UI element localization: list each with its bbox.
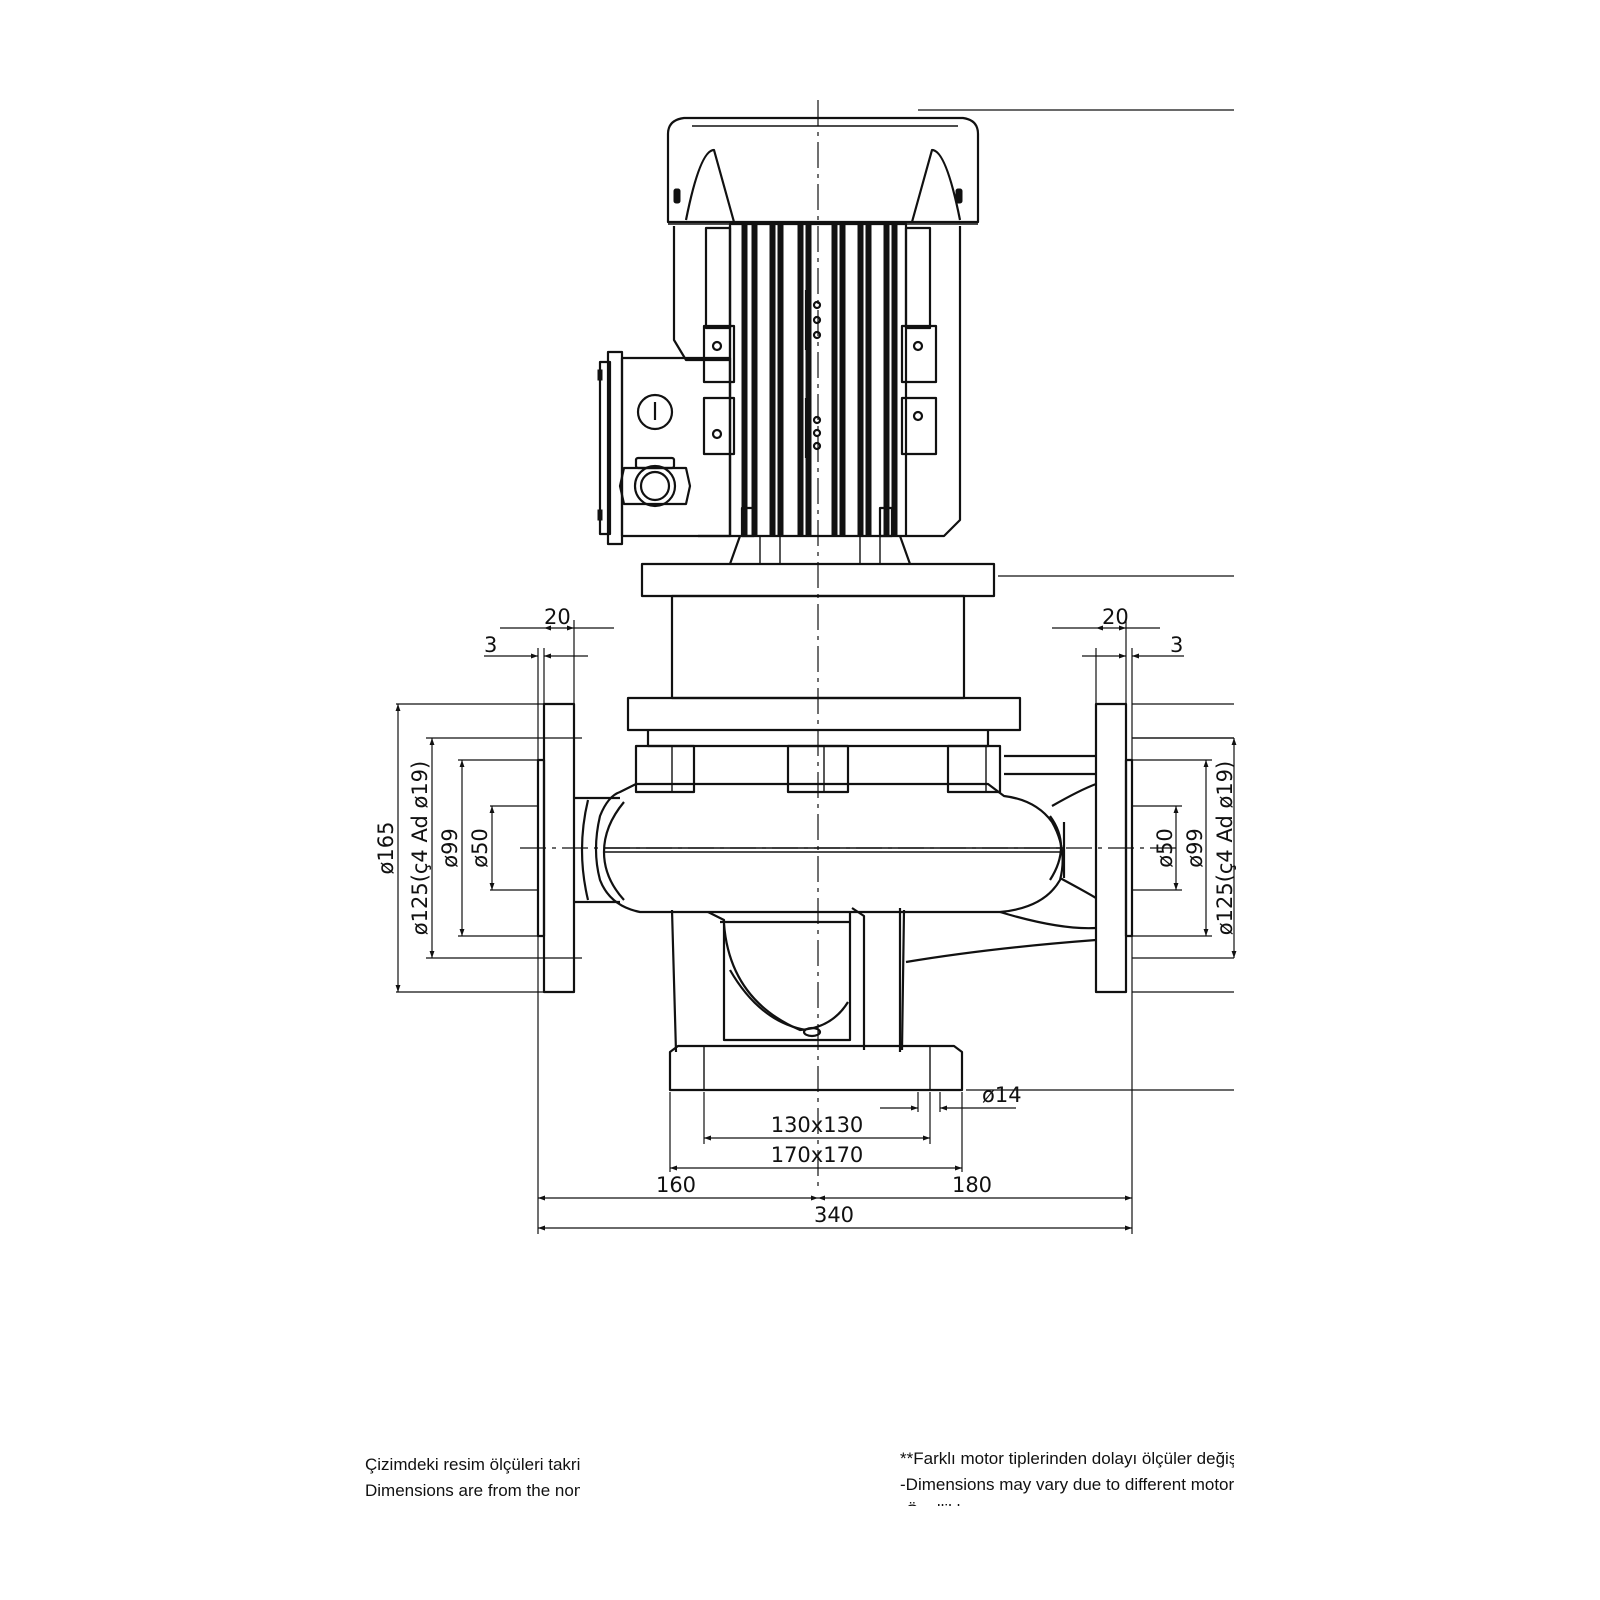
note-right-line-1: **Farklı motor tiplerinden dolayı ölçüle… — [900, 1449, 1234, 1468]
fan-cover — [666, 116, 980, 224]
dim-right-half: 180 — [952, 1173, 992, 1197]
cooling-fin — [741, 223, 748, 537]
dim-raised-face-dia-right: ø99 — [1183, 828, 1207, 868]
dim-foot-size: 170x170 — [771, 1143, 864, 1167]
cooling-fin — [831, 223, 838, 537]
cooling-fin — [751, 223, 758, 537]
dim-foot-bolt-pattern: 130x130 — [771, 1113, 864, 1137]
note-left: Çizimdeki resim ölçüleri takribidir. Dim… — [365, 1452, 580, 1504]
terminal-box — [597, 350, 732, 546]
base-foot — [668, 1044, 964, 1092]
dim-left-half: 160 — [656, 1173, 696, 1197]
cooling-fin — [839, 223, 846, 537]
note-left-line-2: Dimensions are from the nominal drawing. — [365, 1481, 580, 1500]
note-right-line-2: -Dimensions may vary due to different mo… — [900, 1475, 1234, 1494]
dim-flange-thickness-left: 20 — [544, 605, 571, 629]
dim-raised-face-right: 3 — [1170, 633, 1183, 657]
cooling-fin — [769, 223, 776, 537]
cooling-fin — [857, 223, 864, 537]
note-right: **Farklı motor tiplerinden dolayı ölçüle… — [900, 1446, 1234, 1506]
cooling-fins — [741, 223, 898, 537]
cooling-fin — [865, 223, 872, 537]
note-right-line-3: -Özellikler — [900, 1498, 1234, 1506]
pump-cover-flange — [626, 696, 1022, 732]
dim-flange-thickness-right: 20 — [1102, 605, 1129, 629]
cooling-fin — [777, 223, 784, 537]
dim-raised-face-dia-left: ø99 — [438, 828, 462, 868]
motor — [597, 116, 980, 546]
cooling-fin — [883, 223, 890, 537]
cooling-fin — [805, 223, 812, 537]
cooling-fin — [891, 223, 898, 537]
dim-flange-od: ø165 — [374, 822, 398, 875]
note-left-line-1: Çizimdeki resim ölçüleri takribidir. — [365, 1455, 580, 1474]
dimension-annotations: 20 3 20 3 ø165 ø125(ç4 Ad ø19) ø99 ø50 ø… — [374, 605, 1237, 1234]
dim-foot-hole: ø14 — [982, 1083, 1022, 1107]
dim-bore-right: ø50 — [1153, 828, 1177, 868]
dim-bolt-circle-left: ø125(ç4 Ad ø19) — [408, 761, 432, 935]
dim-bolt-circle-right: ø125(ç4 Ad ø19) — [1213, 761, 1237, 935]
dim-bore-left: ø50 — [468, 828, 492, 868]
dim-overall-length: 340 — [814, 1203, 854, 1227]
cooling-fin — [797, 223, 804, 537]
dim-raised-face-left: 3 — [484, 633, 497, 657]
